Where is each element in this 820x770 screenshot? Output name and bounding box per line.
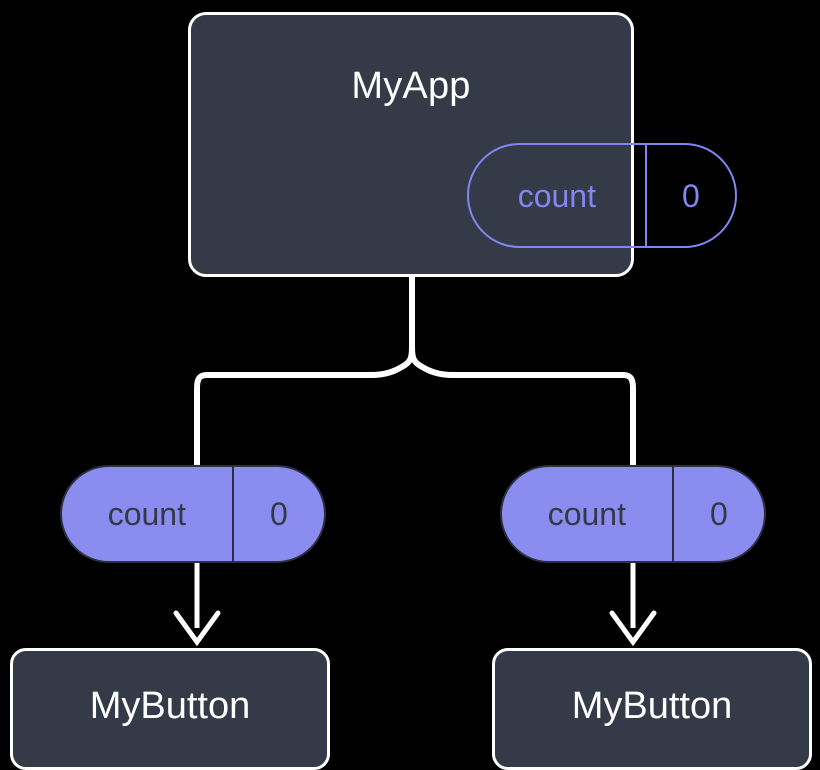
node-mybutton-left[interactable]: MyButton (10, 648, 330, 770)
node-mybutton-right-label: MyButton (571, 685, 733, 727)
edge-root-fork-right (409, 339, 636, 468)
state-pill-myapp[interactable]: count 0 (467, 143, 737, 248)
arrowhead-right (609, 610, 657, 647)
state-pill-myapp-value: 0 (681, 177, 700, 214)
node-myapp[interactable]: MyApp count 0 (188, 12, 737, 277)
node-myapp-title: MyApp (351, 65, 471, 107)
state-pill-myapp-key: count (469, 145, 647, 246)
node-mybutton-right[interactable]: MyButton (492, 648, 812, 770)
state-pill-left-key: count (62, 467, 234, 561)
arrowhead-left (173, 610, 221, 647)
state-pill-left-value: 0 (269, 496, 288, 532)
state-pill-right-value: 0 (709, 496, 728, 532)
state-pill-right-key: count (502, 467, 674, 561)
state-pill-right[interactable]: count 0 (500, 465, 766, 563)
node-mybutton-left-label: MyButton (89, 685, 251, 727)
state-pill-left[interactable]: count 0 (60, 465, 326, 563)
edge-root-fork (194, 274, 415, 468)
